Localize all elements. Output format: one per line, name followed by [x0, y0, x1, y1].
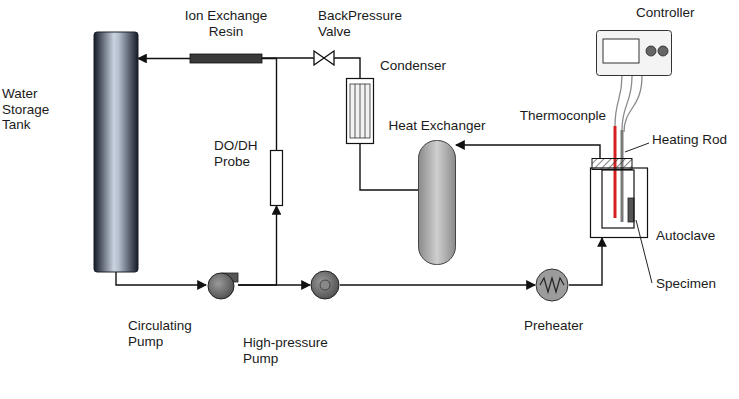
diagram-part: [311, 271, 339, 299]
diagram-part: [602, 170, 634, 228]
diagram-part: [592, 159, 632, 170]
valve-symbol-shape: [314, 50, 334, 66]
diagram-part: [324, 51, 334, 65]
diagram-part: [360, 84, 361, 138]
diagram-part: [271, 151, 283, 206]
pipe-line: [116, 272, 206, 285]
valve-symbol: BackPressure Valve: [314, 50, 334, 66]
pump-symbol-shape: [310, 270, 340, 300]
pipe-line: [262, 59, 277, 151]
controller-wire: [622, 76, 632, 130]
diagram-part: [314, 51, 324, 65]
component-label: Ion Exchange Resin: [180, 8, 272, 39]
heat-exchanger-shape: [418, 140, 456, 265]
component-label: Water Storage Tank: [2, 86, 64, 133]
component-label: BackPressure Valve: [318, 8, 418, 39]
component-label: Autoclave: [656, 228, 736, 244]
pipe-line: [262, 57, 314, 58]
preheater-symbol: Preheater: [535, 268, 569, 302]
pump-symbol: High-pressure Pump: [310, 270, 340, 300]
diagram-part: [347, 79, 374, 144]
component-label: Heat Exchanger: [377, 118, 497, 134]
pump-symbol-shape: [206, 270, 238, 300]
resin-column: Ion Exchange Resin: [190, 54, 262, 63]
diagram-part: [355, 84, 356, 138]
heat-exchanger: Heat Exchanger: [418, 140, 456, 265]
component-label: High-pressure Pump: [243, 335, 348, 366]
diagram-part: [536, 269, 568, 301]
pipe-line: [456, 145, 600, 158]
component-label: Condenser: [380, 58, 460, 74]
diagram-part: [365, 84, 366, 138]
storage-tank-shape: [94, 32, 138, 272]
component-label: Circulating Pump: [128, 318, 208, 349]
diagram-part: [190, 54, 262, 63]
pipe-line: [360, 144, 418, 190]
controller-box-shape: [596, 30, 672, 76]
controller-wire: [624, 76, 642, 132]
diagram-part: [320, 280, 330, 290]
pipe-line: [138, 58, 190, 59]
pump-symbol: Circulating Pump: [206, 270, 238, 300]
resin-column-shape: [190, 54, 262, 63]
diagram-part: [94, 32, 138, 272]
component-label: Preheater: [524, 318, 604, 334]
pipe-line: [334, 58, 360, 78]
diagram-part: [597, 31, 672, 76]
leader-line: [625, 143, 649, 152]
part-label: Specimen: [656, 276, 734, 292]
diagram-part: [591, 168, 648, 238]
component-label: Controller: [636, 5, 726, 21]
specimen-shape: [628, 198, 634, 222]
storage-tank: Water Storage Tank: [94, 32, 138, 272]
component-label: DO/DH Probe: [214, 138, 266, 169]
pipe-line: [340, 284, 535, 285]
controller-box: Controller: [596, 30, 672, 76]
autoclave-vessel-shape: [590, 158, 648, 238]
diagram-part: [646, 46, 656, 56]
diagram-part: [350, 84, 370, 138]
autoclave-vessel: Autoclave: [590, 158, 648, 238]
pipe-line: [569, 238, 602, 285]
probe-cell-shape: [270, 150, 283, 206]
probe-cell: DO/DH Probe: [270, 150, 283, 206]
part-label: Heating Rod: [652, 132, 732, 148]
thermocouple-rod: [614, 126, 617, 218]
condenser-unit: Condenser: [346, 78, 374, 144]
diagram-part: [603, 39, 639, 63]
part-label: Thermoconple: [518, 108, 606, 124]
diagram-part: [419, 141, 456, 265]
leader-line: [636, 220, 652, 283]
pipe-line: [238, 206, 277, 285]
diagram-part: [540, 278, 564, 292]
diagram-part: [658, 46, 668, 56]
heating-rod: [621, 130, 624, 222]
controller-wire: [615, 76, 622, 126]
condenser-unit-shape: [346, 78, 374, 144]
preheater-symbol-shape: [535, 268, 569, 302]
diagram-part: [208, 273, 234, 299]
